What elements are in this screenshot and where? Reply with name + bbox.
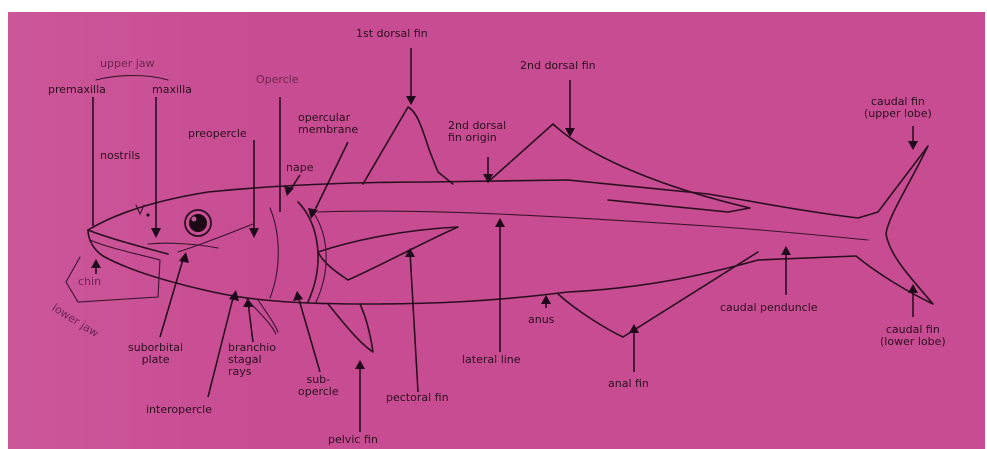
nostril-dot (146, 213, 149, 216)
first-dorsal-fin-outline (363, 107, 453, 184)
label-line: (upper lobe) (864, 108, 932, 120)
diagram-sheet: 1st dorsal fin 2nd dorsal fin upper jaw … (8, 12, 985, 449)
arrow-pectoral-fin (410, 252, 418, 392)
second-dorsal-fin-outline (488, 124, 750, 212)
label-interopercle: interopercle (146, 404, 212, 416)
fish-body-outline (88, 146, 933, 304)
arrow-subopercle (298, 296, 320, 372)
label-suborbital-plate: suborbital plate (128, 342, 183, 366)
arrowhead (781, 246, 791, 255)
label-line: plate (128, 354, 183, 366)
label-lateral-line: lateral line (462, 354, 521, 366)
label-premaxilla: premaxilla (48, 84, 106, 96)
arrowhead (406, 96, 416, 105)
label-anal-fin: anal fin (608, 378, 649, 390)
arrowhead (541, 295, 551, 304)
nostril-mark (136, 205, 144, 214)
branchiostegal-ray (258, 300, 278, 332)
label-chin: chin (78, 276, 101, 288)
arrowhead (355, 360, 365, 369)
arrowhead (151, 228, 161, 238)
arrowhead (495, 218, 505, 227)
label-nape: nape (286, 162, 313, 174)
arrow-opercular-membrane (313, 142, 348, 214)
label-line: membrane (298, 124, 358, 136)
label-pelvic-fin: pelvic fin (328, 434, 378, 446)
label-opercle: Opercle (256, 74, 299, 86)
fish-anatomy-diagram (8, 12, 985, 449)
label-first-dorsal-fin: 1st dorsal fin (356, 28, 428, 40)
lower-jaw-outline (90, 240, 160, 260)
label-line: opercle (298, 386, 339, 398)
arrowhead (179, 252, 189, 263)
label-anus: anus (528, 314, 554, 326)
arrowhead (908, 141, 918, 150)
arrowhead (293, 291, 303, 301)
maxilla-bone (148, 243, 218, 248)
label-preopercle: preopercle (188, 128, 247, 140)
label-branchiostegal-rays: branchio stagal rays (228, 342, 276, 378)
label-maxilla: maxilla (152, 84, 192, 96)
upper-jaw-bracket (96, 76, 168, 81)
anal-fin-outline (558, 252, 758, 337)
arrow-suborbital-plate (160, 256, 184, 337)
eye-highlight (192, 217, 197, 222)
label-caudal-fin-upper-lobe: caudal fin (upper lobe) (864, 96, 932, 120)
label-line: rays (228, 366, 276, 378)
opercular-membrane-edge (313, 212, 326, 302)
preopercle-edge (270, 208, 278, 298)
label-upper-jaw: upper jaw (100, 58, 155, 70)
label-caudal-peduncle: caudal penduncle (720, 302, 818, 314)
pectoral-fin-outline (318, 227, 458, 280)
label-pectoral-fin: pectoral fin (386, 392, 449, 404)
label-caudal-fin-lower-lobe: caudal fin (lower lobe) (880, 324, 946, 348)
label-opercular-membrane: opercular membrane (298, 112, 358, 136)
label-line: fin origin (448, 132, 506, 144)
arrowhead (249, 228, 259, 238)
eye-pupil (189, 214, 207, 232)
arrowhead (91, 259, 101, 268)
pelvic-fin-outline (328, 304, 373, 352)
label-second-dorsal-fin: 2nd dorsal fin (520, 60, 596, 72)
opercle-edge (298, 202, 318, 302)
lateral-line-path (318, 211, 868, 240)
label-nostrils: nostrils (100, 150, 140, 162)
label-subopercle: sub- opercle (298, 374, 339, 398)
label-line: (lower lobe) (880, 336, 946, 348)
arrow-branchiostegal-rays (248, 302, 253, 342)
label-second-dorsal-fin-origin: 2nd dorsal fin origin (448, 120, 506, 144)
